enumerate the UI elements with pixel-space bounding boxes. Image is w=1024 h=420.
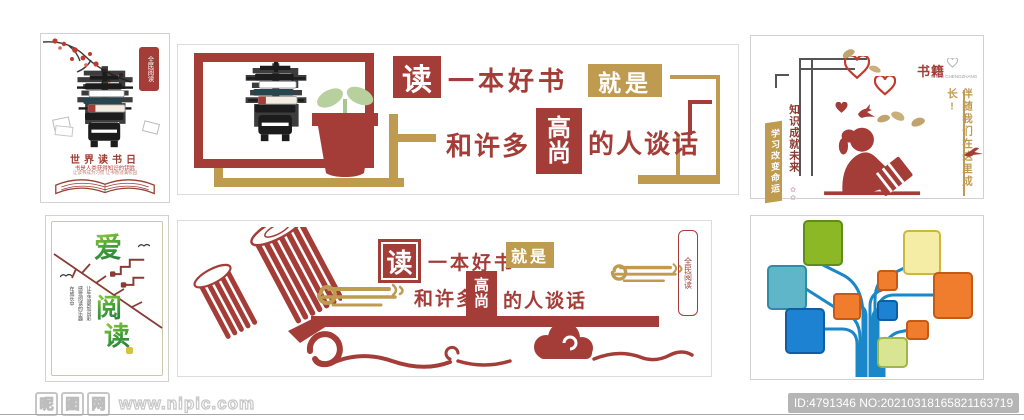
reading-girl-icon bbox=[824, 127, 921, 196]
phrase-noble-talk: 的人谈话 bbox=[588, 129, 701, 159]
shuji-caption: SHUJI CHENGZHANG bbox=[931, 74, 978, 79]
red-banner: 知识成就未来 bbox=[788, 104, 800, 173]
seal-dot bbox=[126, 347, 133, 354]
wall-design-top: 書 读 bbox=[177, 44, 739, 195]
word-gaoshang-box: 高尚 bbox=[536, 108, 582, 174]
dove-icon bbox=[858, 104, 875, 118]
gold-cloud-swirl-icon bbox=[610, 263, 683, 283]
book-stack-icon bbox=[246, 62, 306, 142]
word-gaoshang-box: 高尚 bbox=[466, 271, 497, 317]
vertical-slogan: 伴随我们在这里成长! bbox=[946, 88, 973, 188]
paper-sheet-icon bbox=[54, 125, 74, 137]
heart-icon bbox=[835, 102, 848, 113]
site-logo-char: 网 bbox=[87, 392, 110, 416]
word-du-box: 读 bbox=[378, 239, 421, 283]
book-stack-icon bbox=[77, 72, 133, 148]
wall-design-girl: 学习改变命运 知识成就未来 ✿✿ bbox=[750, 35, 984, 204]
swallow-icon bbox=[964, 147, 983, 157]
heart-outline-icon bbox=[874, 76, 896, 96]
word-du-box: 读 bbox=[393, 56, 441, 98]
yue-character: 阅 bbox=[96, 288, 122, 325]
phrase-good-book: 一本好书 bbox=[428, 253, 517, 274]
bird-mark-icon bbox=[60, 273, 72, 278]
phrase-good-book: 一本好书 bbox=[448, 66, 569, 96]
photo-tree-panel bbox=[750, 215, 984, 380]
branch-icon bbox=[53, 253, 163, 329]
du-character: 读 bbox=[104, 316, 130, 353]
heart-outline-icon bbox=[947, 58, 958, 68]
gold-banner: 学习改变命运 bbox=[765, 120, 782, 204]
phrase-with-many: 和许多 bbox=[446, 131, 531, 161]
heart-outline-icon bbox=[844, 56, 870, 80]
bamboo-scroll-icon bbox=[193, 227, 342, 343]
red-cloud-wave-icon bbox=[306, 322, 694, 369]
phrase-noble-talk: 的人谈话 bbox=[503, 291, 588, 312]
bird-mark-icon bbox=[138, 243, 150, 248]
cloud-meander-icon bbox=[110, 258, 145, 288]
word-jiushi-box: 就是 bbox=[588, 64, 662, 97]
plant-pot-icon bbox=[312, 86, 378, 177]
poster-title: 世界读书日 bbox=[70, 155, 140, 166]
poster-caption-1: 书是人类获得知识的钥匙 bbox=[74, 166, 136, 172]
phrase-with-many: 和许多 bbox=[414, 289, 478, 310]
site-url: www.nipic.com bbox=[118, 393, 256, 413]
reading-seal: 全民阅读 bbox=[678, 230, 698, 316]
wall-design-bottom: 读 一本好书 就是 和许多 高尚 的人谈话 全民阅读 bbox=[177, 220, 712, 377]
poster-caption-2: 让读书成为习惯 让书香溢满校园 bbox=[72, 170, 138, 175]
poster-world-book-day: 全民阅读 書 世界读书日 书是人类获得知识的钥匙 让读书成为习惯 让书香溢满校园 bbox=[40, 33, 170, 203]
flower-marks: ✿✿ bbox=[789, 186, 796, 202]
poster-love-reading: 爱 在成长中 感受阅读的乐趣 让生活更加出彩 阅 读 bbox=[45, 215, 169, 382]
reading-seal: 全民阅读 bbox=[139, 47, 159, 91]
image-id-badge: ID:4791346 NO:20210318165821163719 bbox=[788, 393, 1019, 413]
word-jiushi-box: 就是 bbox=[506, 242, 554, 268]
shuji-title: 书籍 bbox=[917, 64, 946, 79]
open-book-icon bbox=[55, 179, 155, 195]
divider-line bbox=[0, 414, 1024, 415]
ai-character: 爱 bbox=[94, 226, 122, 266]
site-watermark: 昵 图 网 www.nipic.com bbox=[35, 392, 255, 416]
site-logo-char: 昵 bbox=[35, 392, 58, 416]
site-logo-char: 图 bbox=[61, 392, 84, 416]
photo-tree-icon bbox=[767, 220, 973, 377]
paper-sheet-icon bbox=[141, 120, 161, 135]
inner-frame bbox=[51, 221, 163, 376]
poster-caption-columns: 在成长中 感受阅读的乐趣 让生活更加出彩 bbox=[68, 286, 92, 321]
gold-cloud-swirl-icon bbox=[317, 283, 404, 307]
